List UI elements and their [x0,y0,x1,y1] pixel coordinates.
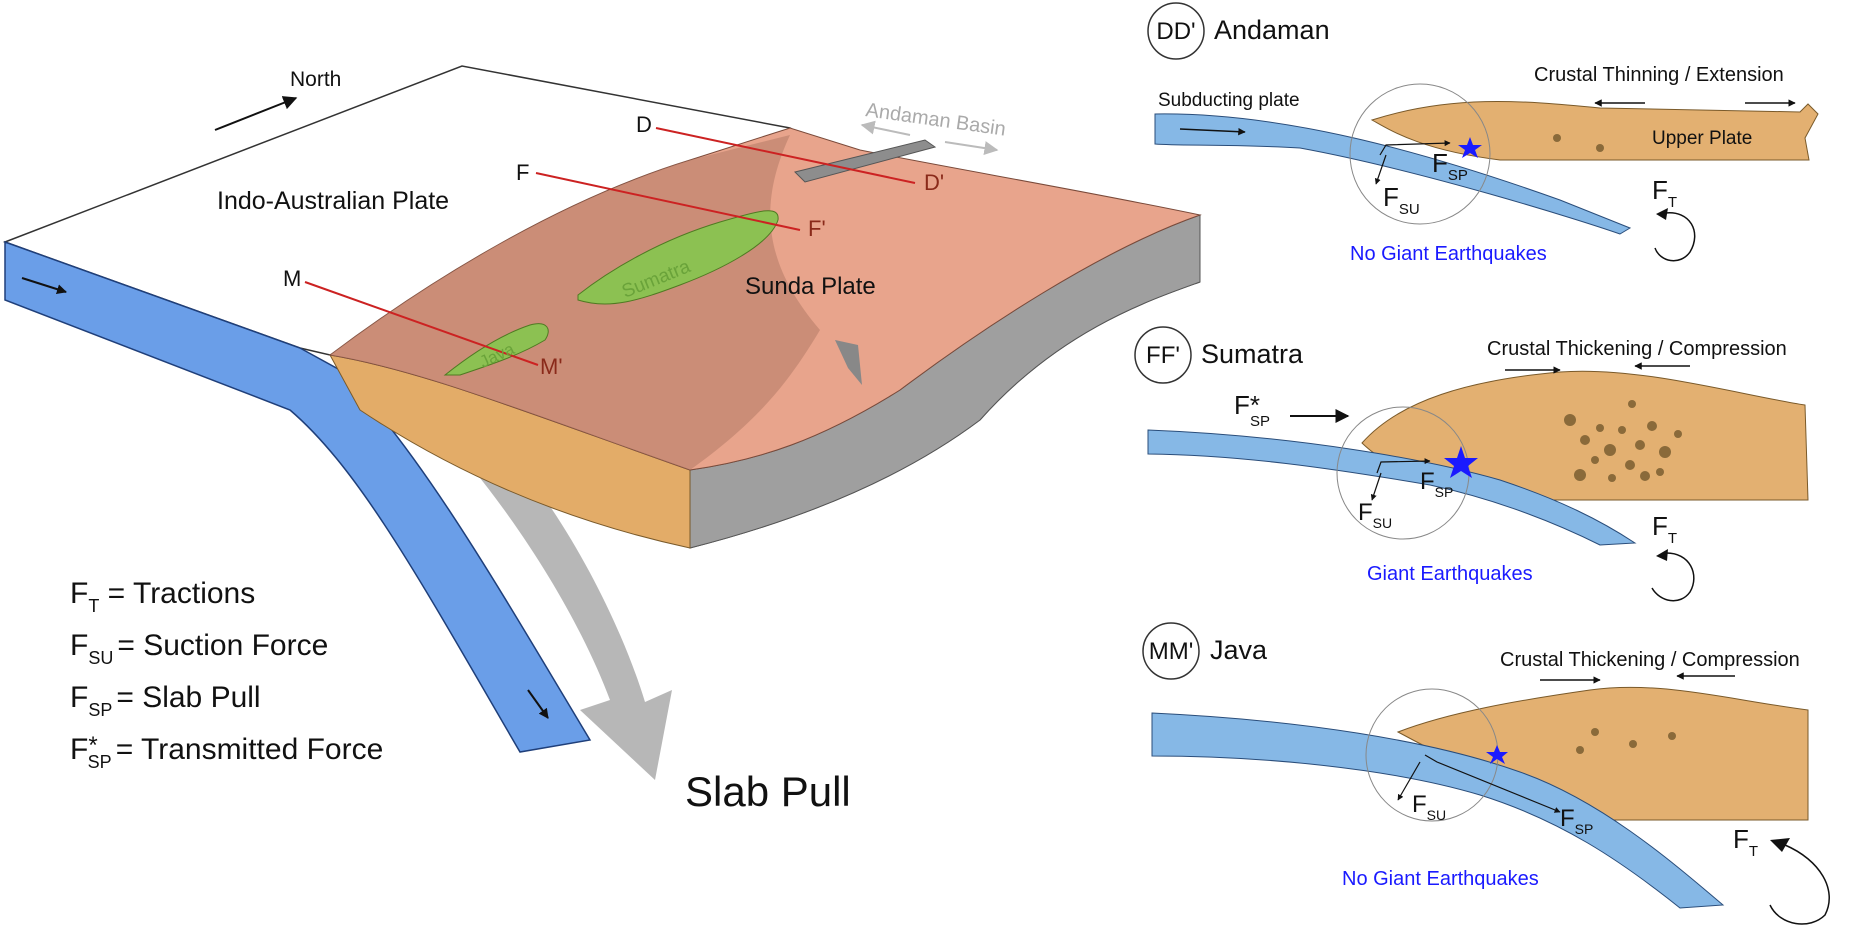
section-java: MM' Java Crustal Thickening / Compressio… [1142,622,1830,925]
force-sp-label: FSP [1560,805,1593,837]
regime-label: Crustal Thickening / Compression [1487,338,1787,360]
seismic-dot [1553,134,1561,142]
traction-arrowhead [1656,549,1668,561]
force-sp-label: FSP [1420,468,1453,500]
traction-arrow-icon [1654,212,1696,262]
force-t-label: FT [1652,175,1677,211]
force-sp-arrow [1376,458,1431,474]
section-id-circle [1147,2,1205,60]
section-f-start: F [516,160,529,185]
subducting-plate [1151,712,1725,909]
earthquake-star-icon [1458,137,1482,158]
andaman-arrow-right [944,141,999,156]
section-name: Sumatra [1201,339,1304,369]
regime-label: Crustal Thinning / Extension [1534,64,1784,86]
andaman-basin-label: Andaman Basin [864,99,1007,140]
slab-pull-arrow [440,420,672,780]
legend-tractions: FT = Tractions [70,577,255,616]
forearc-shading [330,135,820,470]
legend-slab-pull: FSP= Slab Pull [70,681,261,720]
force-su-arrow [1397,761,1421,801]
seismic-dot [1668,732,1676,740]
force-su-arrow [1374,154,1387,185]
section-id: MM' [1149,638,1194,665]
section-andaman: DD' Andaman Crustal Thinning / Extension… [1147,2,1819,265]
upper-plate [1370,100,1819,161]
force-su-label: FSU [1383,182,1420,218]
earthquake-star-icon [1444,446,1478,478]
force-sp-arrow [1379,140,1451,156]
indo-plate-label: Indo-Australian Plate [217,187,449,215]
slab-arrow-bottom [527,689,549,719]
earthquake-star-icon [1486,745,1508,764]
section-d-start: D [636,112,652,137]
traction-arrow-icon [1769,844,1830,925]
seismic-dot [1596,144,1604,152]
traction-arrow-icon [1651,552,1695,602]
section-id: FF' [1146,342,1180,369]
transmitted-force-label: F*SP [1234,390,1270,430]
force-t-label: FT [1733,824,1758,860]
force-su-arrow [1370,472,1382,501]
force-t-label: FT [1652,511,1677,547]
force-su-label: FSU [1412,791,1446,823]
sumatra-island [577,210,779,305]
section-name: Andaman [1214,15,1330,45]
legend-transmitted: F*SP= Transmitted Force [70,732,383,772]
north-label: North [290,68,341,91]
section-line-ff [535,172,801,231]
upper-plate-label: Upper Plate [1652,128,1752,149]
section-m-start: M [283,266,301,291]
section-sumatra: FF' Sumatra Crustal Thickening / Compres… [1134,326,1809,602]
regime-label: Crustal Thickening / Compression [1500,649,1800,671]
force-sp-label: FSP [1432,148,1468,184]
seismic-dot [1591,728,1599,736]
section-line-mm [304,281,539,366]
slab-arrow-top [21,277,67,295]
legend-suction: FSU= Suction Force [70,629,328,668]
section-f-end: F' [808,216,826,241]
section-line-dd [655,127,916,184]
andaman-ridge [794,139,937,183]
section-id-circle [1134,326,1192,384]
subducting-plate [1147,429,1637,546]
north-arrow [214,96,298,131]
section-d-end: D' [924,170,944,195]
section-id-circle [1142,622,1200,680]
subducting-plate-label: Subducting plate [1158,90,1300,111]
seismic-dot [1629,740,1637,748]
sunda-plate-label: Sunda Plate [745,273,876,300]
earthquake-label: Giant Earthquakes [1367,563,1533,585]
force-legend: FT = Tractions FSU= Suction Force FSP= S… [70,577,383,772]
section-name: Java [1210,635,1268,665]
traction-arrowhead [1770,838,1790,852]
subducting-plate [1154,113,1632,235]
subduction-arrow [1179,127,1246,136]
section-id: DD' [1156,18,1195,45]
section-m-end: M' [540,354,563,379]
force-sp-arrow [1424,754,1561,813]
earthquake-label: No Giant Earthquakes [1342,868,1539,890]
earthquake-label: No Giant Earthquakes [1350,243,1547,265]
andaman-arrow-left [860,120,911,136]
slab-pull-label: Slab Pull [685,768,851,815]
seismic-cluster [1564,400,1682,482]
force-circle [1349,83,1491,225]
traction-arrowhead [1656,208,1668,220]
seismic-dot [1576,746,1584,754]
force-su-label: FSU [1358,499,1392,531]
dip-arrow [835,340,862,385]
block-diagram: D D' F F' M M' North Indo-Australian Pla… [2,65,1202,815]
